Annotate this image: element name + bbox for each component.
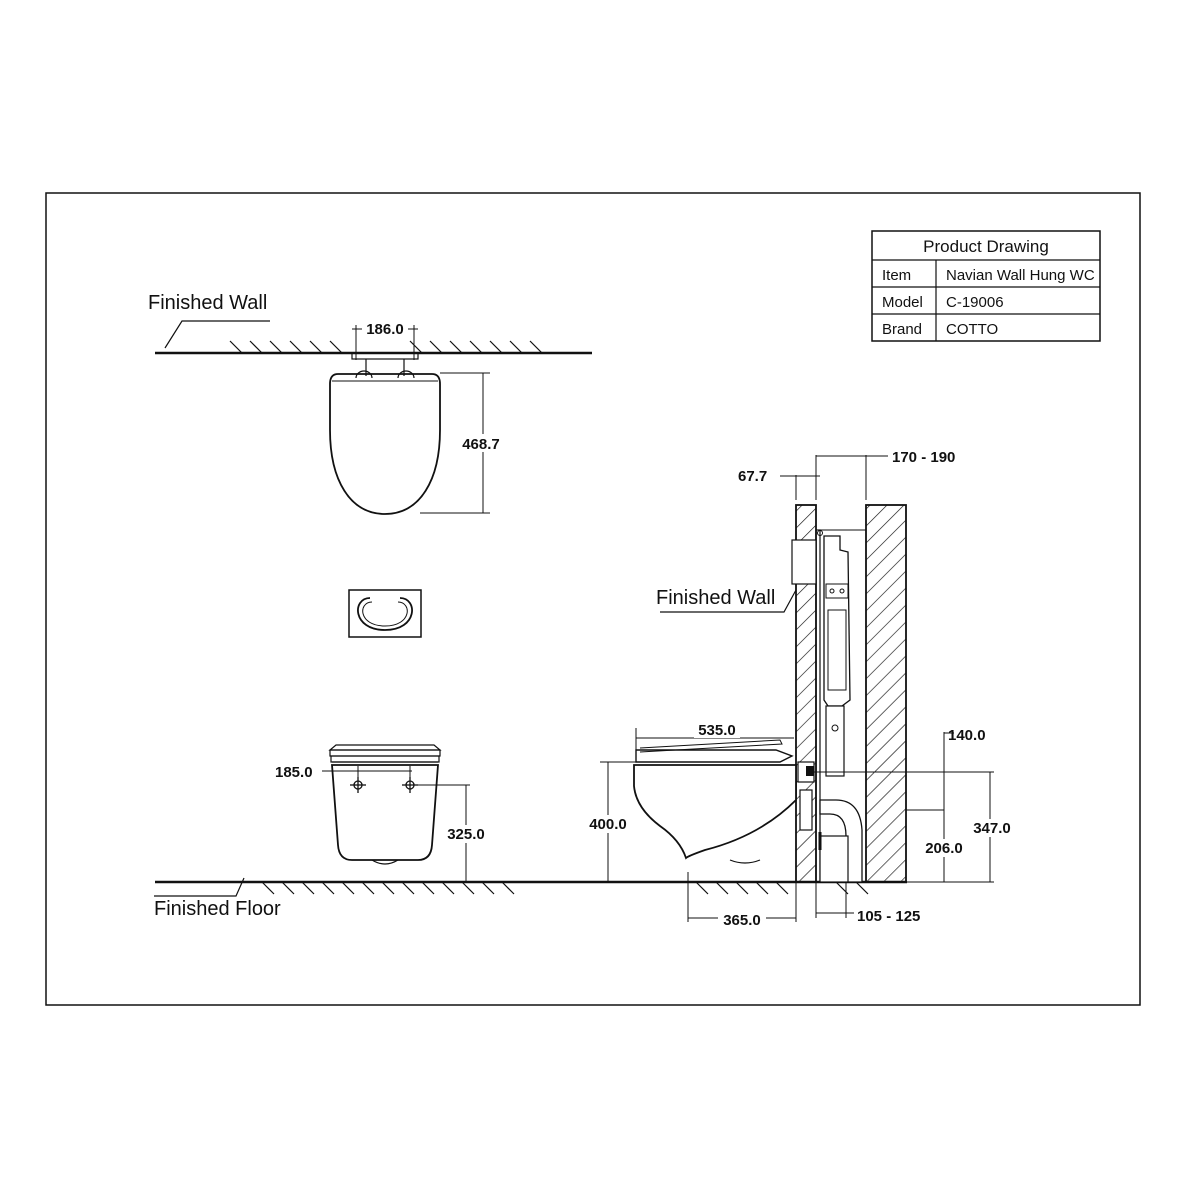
dim-frame-offset: 67.7	[738, 468, 767, 485]
dim-side-seat-height: 400.0	[589, 816, 627, 833]
dim-floor-gap: 105 - 125	[857, 908, 920, 925]
top-wall-hatch	[229, 340, 543, 354]
dim-outlet-height: 206.0	[925, 840, 963, 857]
side-bowl-outline	[633, 764, 797, 860]
dim-side-projection: 535.0	[698, 722, 736, 739]
dim-top-depth: 468.7	[462, 436, 500, 453]
finished-floor: Finished Floor	[154, 877, 907, 920]
finished-wall-label-side: Finished Wall	[656, 587, 775, 609]
front-view: 185.0 325.0	[275, 744, 490, 882]
title-block: Product Drawing Item Navian Wall Hung WC…	[871, 230, 1101, 342]
finished-floor-label: Finished Floor	[154, 898, 281, 920]
dim-wall-gap: 170 - 190	[892, 449, 955, 466]
title-block-value-model: C-19006	[946, 294, 1004, 311]
top-view-bowl-outline	[329, 373, 441, 515]
dim-top-width: 186.0	[366, 321, 404, 338]
dim-front-bolt-spacing: 185.0	[275, 764, 313, 781]
top-view: Finished Wall 186.0 468.7	[148, 292, 592, 515]
title-block-key-item: Item	[882, 267, 911, 284]
cistern-outline	[823, 535, 851, 707]
drawing-border	[45, 192, 1141, 1006]
side-view: Finished Wall 535.0 400.0 365.0 105 - 12…	[586, 449, 1016, 929]
front-view-bowl-outline	[331, 764, 439, 861]
title-block-key-brand: Brand	[882, 321, 922, 338]
finished-wall-label-top: Finished Wall	[148, 292, 267, 314]
title-block-value-item: Navian Wall Hung WC	[946, 267, 1095, 284]
dim-inlet-offset: 140.0	[948, 727, 986, 744]
flush-plate	[348, 589, 422, 638]
title-block-value-brand: COTTO	[946, 321, 998, 338]
dim-side-floor-projection: 365.0	[723, 912, 761, 929]
title-block-heading: Product Drawing	[923, 237, 1049, 256]
dim-inlet-height: 347.0	[973, 820, 1011, 837]
dim-front-bolt-height: 325.0	[447, 826, 485, 843]
title-block-key-model: Model	[882, 294, 923, 311]
side-back-wall	[865, 504, 907, 883]
